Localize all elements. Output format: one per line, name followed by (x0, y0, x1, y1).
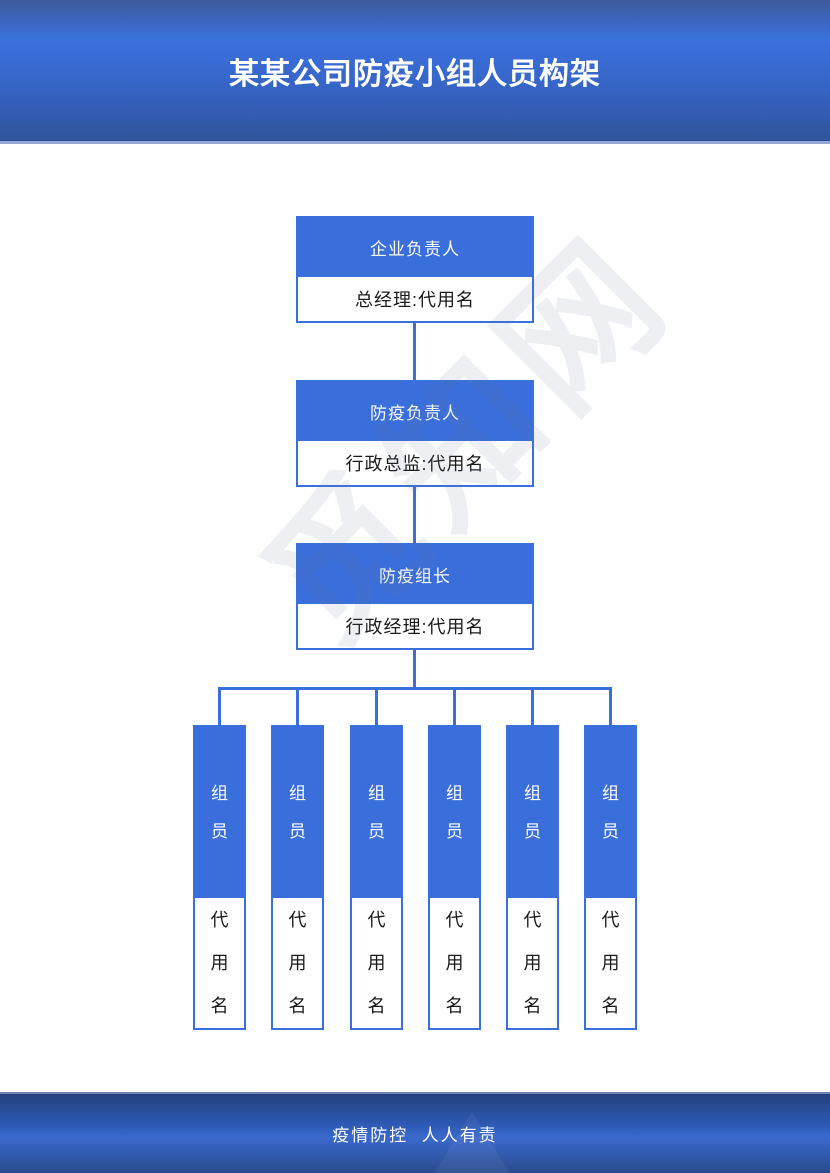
connector-line (609, 687, 612, 726)
page-title: 某某公司防疫小组人员构架 (229, 57, 601, 91)
node-person: 行政经理:代用名 (345, 617, 485, 637)
member-name-text: 代用名 (288, 909, 307, 1016)
connector-line (413, 485, 416, 544)
footer-slogan: 疫情防控 人人有责 (332, 1126, 498, 1145)
node-title: 企业负责人 (298, 218, 532, 277)
org-node-level-1: 企业负责人 总经理:代用名 (296, 216, 534, 323)
connector-line (531, 687, 534, 726)
member-name-text: 代用名 (523, 909, 542, 1016)
member-column: 组员 代用名 (350, 725, 403, 1030)
member-column: 组员 代用名 (584, 725, 637, 1030)
member-name-label: 代用名 (586, 898, 635, 1028)
connector-line (296, 687, 299, 726)
member-role-text: 组员 (445, 783, 463, 841)
member-name-label: 代用名 (508, 898, 557, 1028)
footer-watermark-triangle-icon (410, 1112, 534, 1173)
footer-band: 疫情防控 人人有责 (0, 1092, 830, 1173)
member-role-label: 组员 (352, 727, 401, 898)
member-column: 组员 代用名 (428, 725, 481, 1030)
node-person: 行政总监:代用名 (345, 454, 485, 474)
member-role-label: 组员 (586, 727, 635, 898)
connector-line (218, 687, 221, 726)
member-role-text: 组员 (367, 783, 385, 841)
member-column: 组员 代用名 (271, 725, 324, 1030)
member-role-text: 组员 (288, 783, 306, 841)
member-role-label: 组员 (273, 727, 322, 898)
member-name-text: 代用名 (601, 909, 620, 1016)
connector-line (218, 687, 612, 690)
member-role-label: 组员 (430, 727, 479, 898)
member-column: 组员 代用名 (193, 725, 246, 1030)
org-node-level-3: 防疫组长 行政经理:代用名 (296, 543, 534, 650)
member-name-label: 代用名 (273, 898, 322, 1028)
member-role-label: 组员 (508, 727, 557, 898)
member-role-text: 组员 (210, 783, 228, 841)
member-name-label: 代用名 (195, 898, 244, 1028)
node-title: 防疫组长 (298, 545, 532, 604)
header-band: 某某公司防疫小组人员构架 (0, 0, 830, 144)
connector-line (453, 687, 456, 726)
member-name-text: 代用名 (445, 909, 464, 1016)
member-role-label: 组员 (195, 727, 244, 898)
member-column: 组员 代用名 (506, 725, 559, 1030)
member-name-label: 代用名 (352, 898, 401, 1028)
connector-line (413, 648, 416, 690)
org-node-level-2: 防疫负责人 行政总监:代用名 (296, 380, 534, 487)
member-role-text: 组员 (523, 783, 541, 841)
member-role-text: 组员 (601, 783, 619, 841)
member-name-label: 代用名 (430, 898, 479, 1028)
member-name-text: 代用名 (367, 909, 386, 1016)
connector-line (375, 687, 378, 726)
connector-line (413, 321, 416, 381)
node-person: 总经理:代用名 (354, 290, 475, 310)
node-title: 防疫负责人 (298, 382, 532, 441)
member-name-text: 代用名 (210, 909, 229, 1016)
